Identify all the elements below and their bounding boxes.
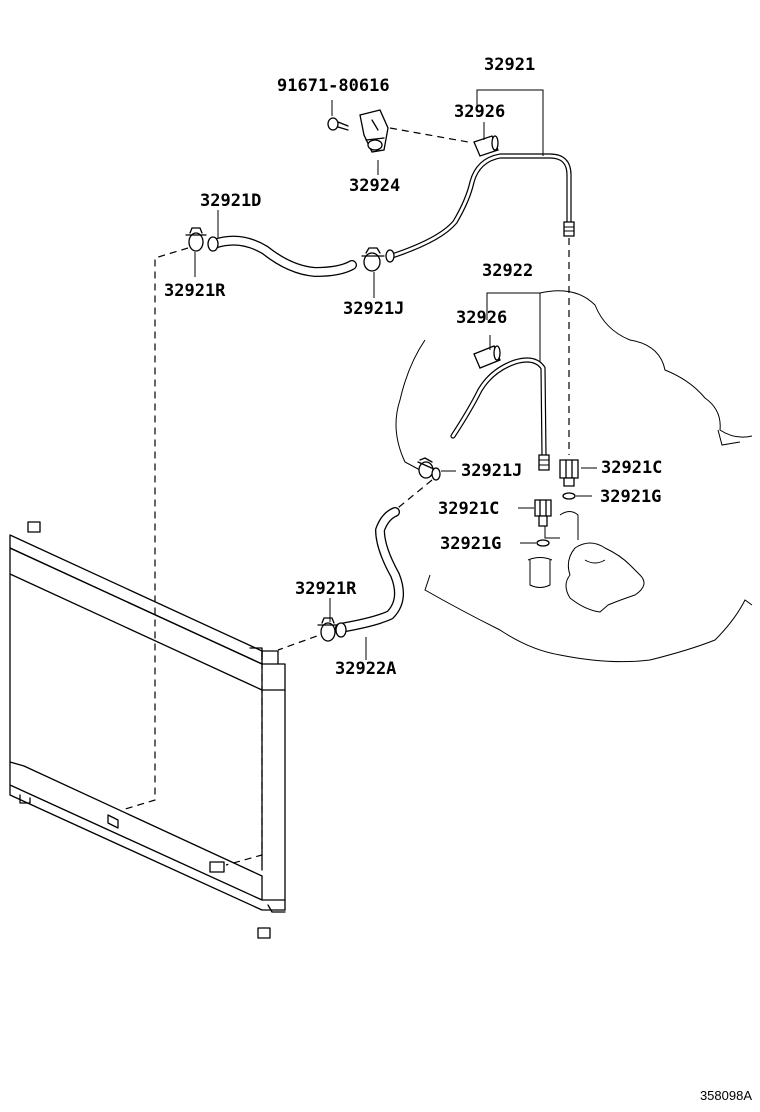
- clamp-32921j-top: [361, 247, 395, 272]
- pipe-32922: [450, 357, 550, 471]
- label-32921r-bottom: 32921R: [295, 579, 357, 599]
- label-32921c-right: 32921C: [601, 458, 662, 478]
- clamp-32921r-bottom: [317, 617, 347, 642]
- label-32921g-left: 32921G: [440, 534, 501, 554]
- bolt-91671-80616: [327, 117, 349, 131]
- label-32921g-right: 32921G: [600, 487, 661, 507]
- callout-lines: [194, 89, 597, 660]
- sleeve-32926-top: [473, 135, 499, 157]
- union-32921c-left: [534, 499, 552, 527]
- label-32921: 32921: [484, 55, 535, 75]
- dashed-leaders: [121, 127, 570, 866]
- label-32922: 32922: [482, 261, 533, 281]
- label-32921d: 32921D: [200, 191, 261, 211]
- clamp-32921j-mid: [417, 457, 441, 481]
- label-32921c-left: 32921C: [438, 499, 499, 519]
- label-32921j-top: 32921J: [343, 299, 404, 319]
- label-91671-80616: 91671-80616: [277, 76, 390, 96]
- diagram-code: 358098A: [700, 1088, 752, 1103]
- gasket-32921g-right: [562, 492, 576, 500]
- hose-32921d: [209, 235, 357, 277]
- label-32924: 32924: [349, 176, 400, 196]
- label-32921r-top: 32921R: [164, 281, 226, 301]
- engine-block: [395, 290, 753, 663]
- union-32921c-right: [559, 459, 579, 487]
- label-32926-mid: 32926: [456, 308, 507, 328]
- sleeve-32926-mid: [473, 345, 501, 369]
- label-32921j-mid: 32921J: [461, 461, 522, 481]
- clamp-32921r-top: [185, 227, 219, 252]
- bracket-32924: [359, 109, 389, 153]
- gasket-32921g-left: [536, 539, 550, 547]
- label-32922a: 32922A: [335, 659, 396, 679]
- hose-32922a: [335, 507, 404, 633]
- radiator: [9, 521, 286, 939]
- label-32926-top: 32926: [454, 102, 505, 122]
- pipe-32921: [389, 153, 575, 259]
